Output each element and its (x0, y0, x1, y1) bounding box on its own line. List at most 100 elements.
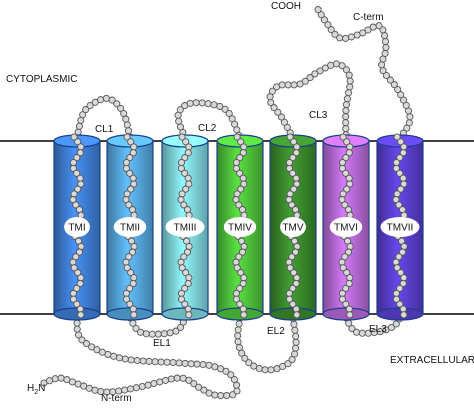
amino-acid-bead (233, 190, 241, 198)
amino-acid-bead (289, 284, 297, 292)
amino-acid-bead (232, 158, 241, 167)
amino-acid-bead (200, 386, 208, 394)
amino-acid-bead (292, 174, 300, 182)
amino-acid-bead (286, 264, 294, 272)
amino-acid-bead (130, 274, 138, 282)
cl3-loop (266, 60, 354, 142)
amino-acid-bead (129, 149, 137, 157)
amino-acid-bead (130, 143, 138, 151)
cytoplasmic-label: CYTOPLASMIC (6, 74, 78, 85)
amino-acid-bead (268, 87, 276, 95)
amino-acid-bead (324, 21, 332, 29)
amino-acid-bead (292, 344, 300, 352)
amino-acid-bead (123, 264, 131, 272)
amino-acid-bead (139, 357, 147, 365)
amino-acid-bead (395, 201, 403, 209)
amino-acid-bead (400, 180, 408, 188)
amino-acid-bead (343, 95, 351, 103)
amino-acid-bead (69, 289, 77, 297)
amino-acid-bead (74, 185, 82, 193)
el2-loop (234, 314, 300, 374)
amino-acid-bead (127, 185, 135, 193)
amino-acid-bead (393, 264, 401, 272)
amino-acid-bead (285, 289, 293, 297)
amino-acid-bead (341, 201, 349, 209)
amino-acid-bead (369, 23, 377, 31)
amino-acid-bead (346, 274, 354, 282)
amino-acid-bead (293, 311, 301, 319)
el3-label: EL3 (369, 324, 387, 335)
amino-acid-bead (178, 264, 186, 272)
amino-acid-bead (400, 274, 408, 282)
amino-acid-bead (154, 330, 162, 338)
helix-chain-6 (338, 133, 354, 319)
amino-acid-bead (341, 253, 349, 261)
amino-acid-bead (342, 125, 350, 133)
amino-acid-bead (223, 391, 231, 400)
amino-acid-bead (397, 185, 405, 193)
amino-acid-bead (217, 391, 225, 400)
amino-acid-bead (342, 34, 350, 42)
amino-acid-bead (185, 311, 193, 319)
amino-acid-bead (346, 311, 354, 319)
amino-acid-bead (193, 360, 201, 368)
amino-acid-bead (291, 326, 299, 334)
amino-acid-bead (122, 115, 130, 123)
amino-acid-bead (177, 289, 185, 297)
amino-acid-bead (192, 99, 200, 107)
amino-acid-bead (338, 196, 346, 204)
amino-acid-bead (320, 16, 328, 24)
amino-acid-bead (123, 121, 131, 129)
amino-acid-bead (234, 338, 242, 346)
amino-acid-bead (379, 67, 387, 75)
amino-acid-bead (75, 331, 83, 339)
amino-acid-bead (382, 43, 390, 52)
amino-acid-bead (293, 180, 301, 188)
amino-acid-bead (93, 346, 101, 354)
amino-acid-bead (279, 362, 287, 371)
amino-acid-bead (210, 101, 218, 109)
amino-acid-bead (240, 143, 248, 151)
amino-acid-bead (70, 264, 78, 272)
amino-acid-bead (77, 143, 85, 151)
amino-acid-bead (289, 300, 297, 308)
amino-acid-bead (284, 360, 292, 368)
amino-acid-bead (397, 269, 405, 277)
helix-label-text: TMI (68, 223, 85, 234)
amino-acid-bead (232, 289, 240, 297)
amino-acid-bead (396, 284, 404, 292)
helix-label-text: TMVII (387, 223, 414, 234)
amino-acid-bead (400, 143, 408, 151)
amino-acid-bead (291, 350, 299, 358)
amino-acid-bead (348, 324, 356, 333)
amino-acid-bead (236, 169, 244, 177)
amino-acid-bead (345, 149, 353, 157)
amino-acid-bead (301, 77, 309, 85)
amino-acid-bead (292, 332, 300, 340)
amino-acid-bead (177, 295, 186, 303)
amino-acid-bead (167, 375, 175, 383)
amino-acid-bead (289, 154, 297, 162)
amino-acid-bead (393, 190, 401, 198)
amino-acid-bead (327, 61, 335, 69)
amino-acid-bead (177, 158, 186, 167)
amino-acid-bead (221, 105, 229, 113)
amino-acid-bead (399, 96, 408, 104)
amino-acid-bead (181, 300, 189, 308)
amino-acid-bead (181, 169, 189, 177)
amino-acid-bead (392, 320, 400, 328)
amino-acid-bead (375, 22, 383, 30)
amino-acid-bead (102, 94, 110, 102)
amino-acid-bead (187, 360, 195, 368)
amino-acid-bead (69, 164, 77, 172)
amino-acid-bead (239, 174, 247, 182)
amino-acid-bead (182, 138, 190, 146)
amino-acid-bead (70, 190, 78, 198)
amino-acid-bead (69, 196, 77, 204)
amino-acid-bead (148, 330, 156, 338)
amino-acid-bead (392, 289, 400, 297)
amino-acid-bead (123, 133, 131, 141)
amino-acid-bead (166, 329, 174, 337)
amino-acid-bead (237, 269, 245, 277)
amino-acid-bead (358, 329, 366, 337)
